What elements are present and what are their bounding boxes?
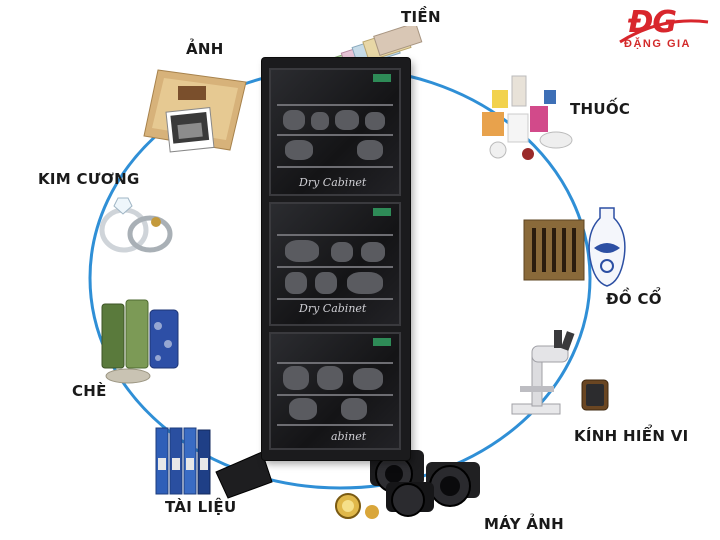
label-kim-cuong: KIM CƯƠNG — [38, 170, 140, 188]
cabinet-door-middle: Dry Cabinet — [269, 202, 401, 326]
photo-album-illustration — [138, 64, 250, 160]
medicine-bottles-illustration — [468, 70, 578, 170]
label-tien: TIỀN — [401, 8, 441, 26]
cabinet-brand-text: Dry Cabinet — [299, 176, 367, 189]
dry-cabinet: Dry Cabinet Dry Cabinet abinet — [262, 58, 410, 460]
label-may-anh: MÁY ẢNH — [484, 515, 565, 533]
hygrometer-icon — [373, 74, 391, 82]
antique-vase-illustration — [518, 204, 638, 294]
microscope-illustration — [506, 326, 618, 424]
label-do-co: ĐỒ CỔ — [606, 290, 662, 308]
logo-mark: ĐG — [628, 5, 677, 40]
tea-canisters-illustration — [92, 296, 188, 388]
hygrometer-icon — [373, 208, 391, 216]
cabinet-brand-text-2: Dry Cabinet — [299, 302, 367, 315]
cabinet-brand-text-3: abinet — [331, 430, 367, 443]
label-tai-lieu: TÀI LIỆU — [165, 498, 237, 516]
diamond-rings-illustration — [94, 192, 180, 258]
logo-name: ĐẶNG GIA — [624, 38, 691, 50]
logo-swoosh-icon — [619, 19, 709, 44]
label-anh: ẢNH — [186, 40, 224, 58]
label-thuoc: THUỐC — [570, 100, 631, 118]
cabinet-door-bottom: abinet — [269, 332, 401, 450]
hygrometer-icon — [373, 338, 391, 346]
binders-illustration — [150, 422, 274, 500]
label-che: CHÈ — [72, 382, 107, 400]
cabinet-door-top: Dry Cabinet — [269, 68, 401, 196]
label-kinh-hien-vi: KÍNH HIỂN VI — [574, 427, 689, 445]
brand-logo — [612, 8, 712, 62]
cameras-illustration — [334, 436, 496, 520]
